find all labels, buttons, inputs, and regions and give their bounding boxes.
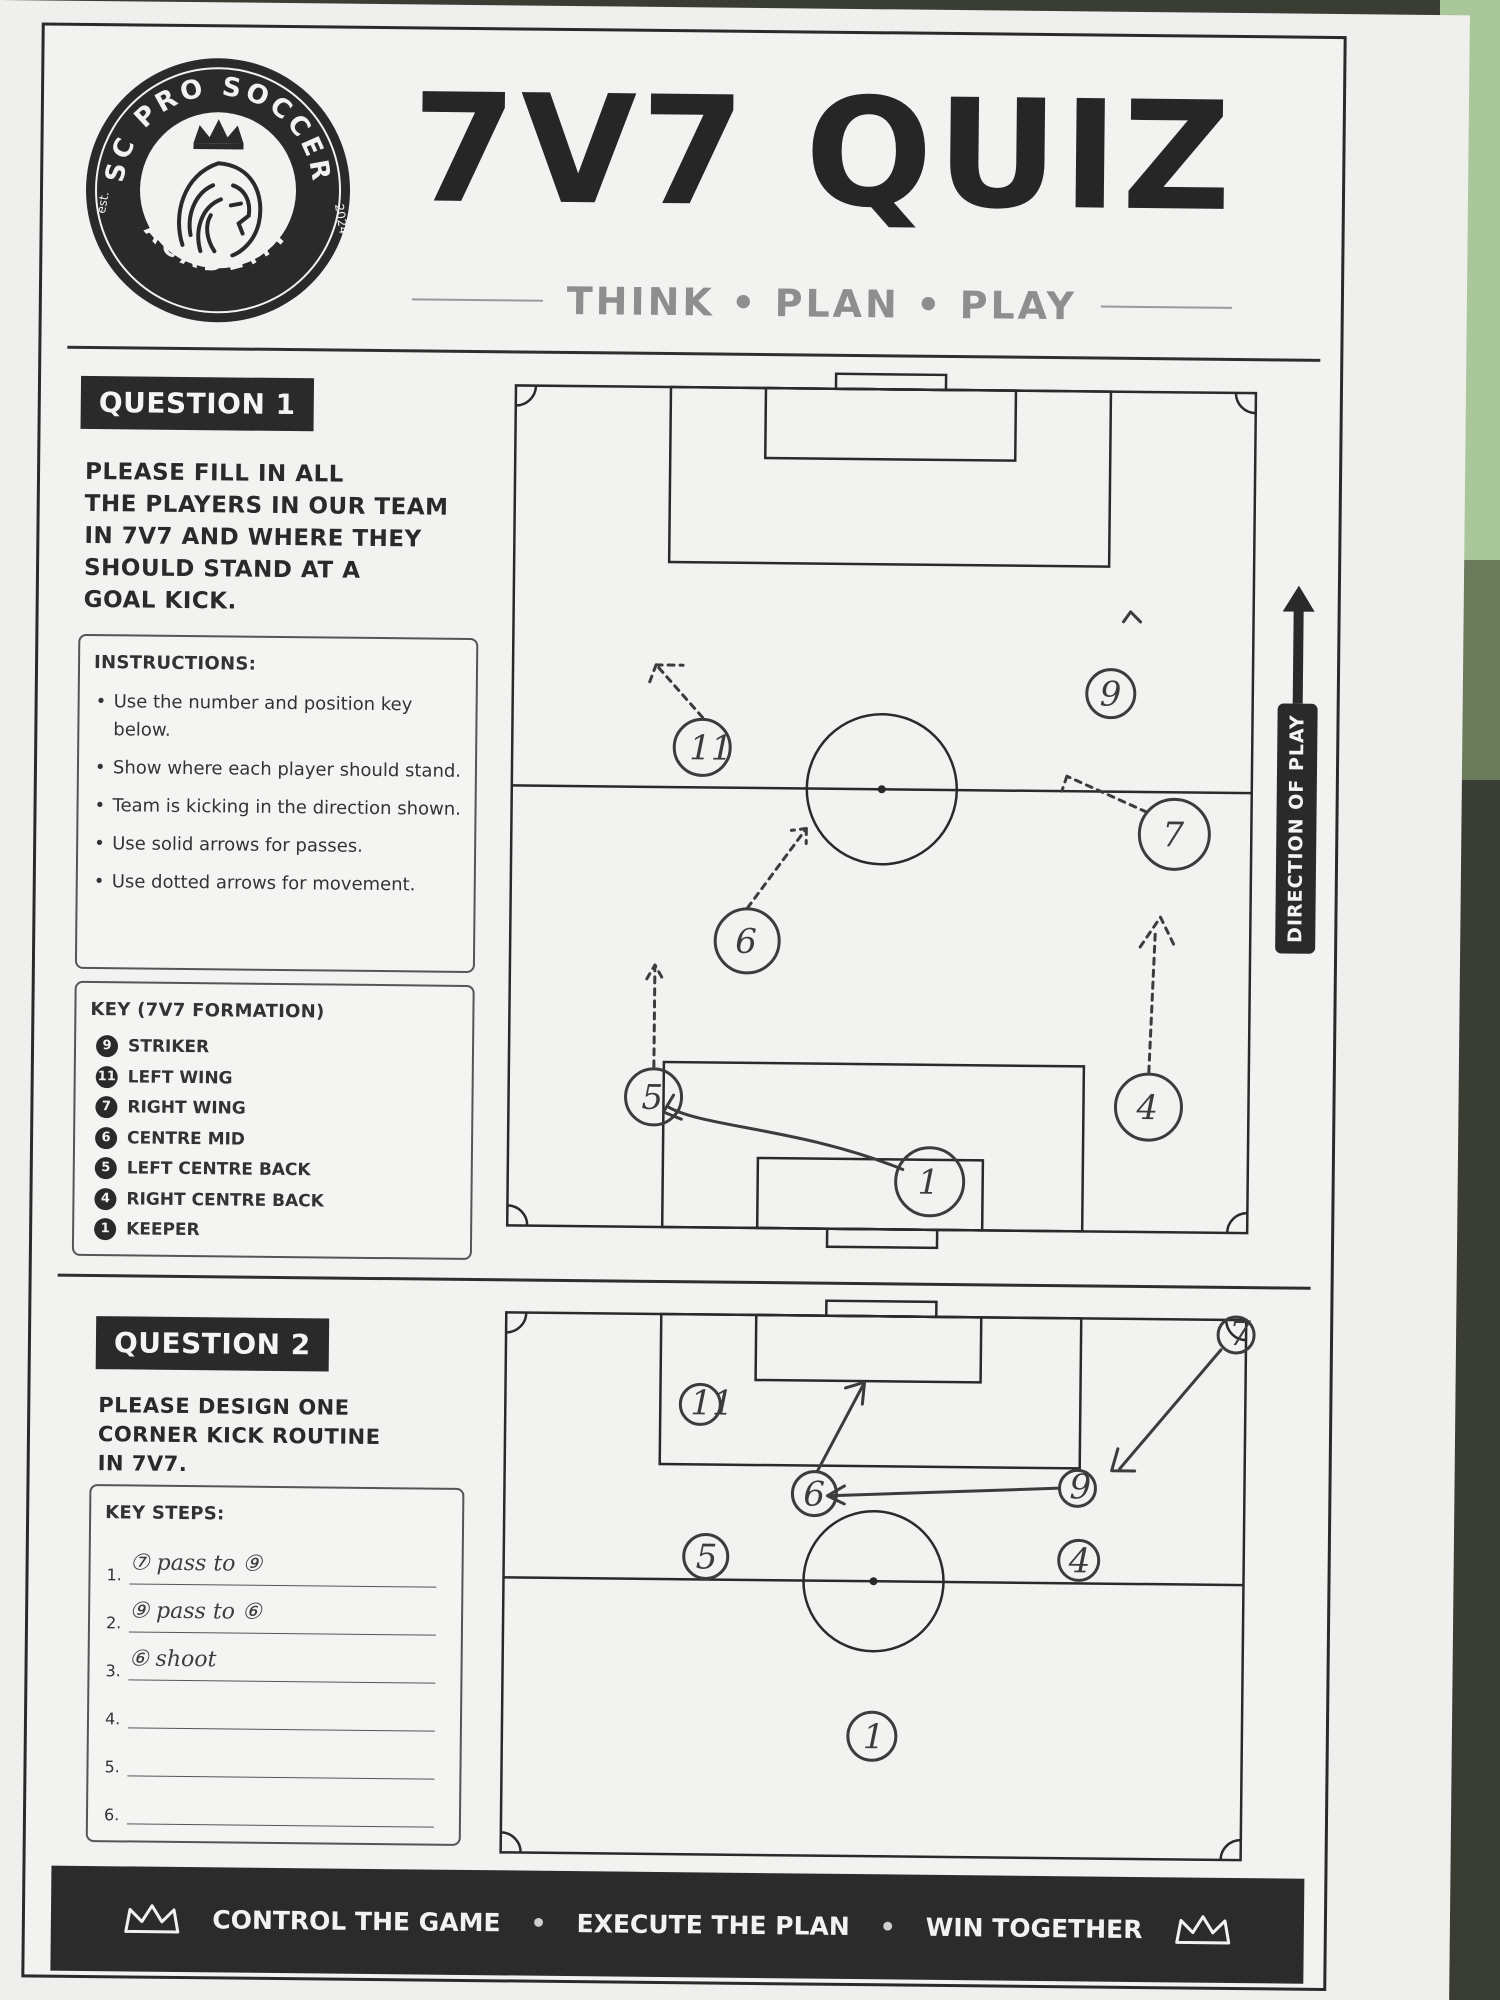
footer-item-win: WIN TOGETHER [925,1912,1143,1945]
divider-header [67,345,1321,362]
step-item: 4. [105,1680,436,1732]
footer-item-execute: EXECUTE THE PLAN [576,1909,850,1942]
step-item: 5. [104,1728,435,1780]
tagline-rule-right [1100,305,1232,309]
q2-player-5: 5 [696,1537,718,1577]
tagline: THINK • PLAN • PLAY [411,274,1232,333]
question2-prompt: PLEASE DESIGN ONE CORNER KICK ROUTINE IN… [97,1393,381,1477]
q2-player-11: 11 [690,1383,734,1423]
academy-logo: SC PRO SOCCER ACADEMY est. 2024 [86,58,351,323]
instructions-box: INSTRUCTIONS: Use the number and positio… [74,633,479,974]
crown-icon [1174,1914,1230,1944]
step-answer[interactable] [127,1802,435,1828]
question2-badge: QUESTION 2 [95,1316,330,1372]
pitch1-top-goal [834,372,948,392]
step-item: 1.⑦ pass to ⑨ [106,1536,437,1588]
quiz-page: SC PRO SOCCER ACADEMY est. 2024 7V7 [21,22,1347,1991]
q2-player-7: 7 [1229,1314,1251,1354]
step-answer[interactable] [127,1754,435,1780]
key-steps-box: KEY STEPS: 1.⑦ pass to ⑨ 2.⑨ pass to ⑥ 3… [85,1484,465,1846]
pitch2-top-goal [825,1299,938,1319]
step-answer[interactable] [128,1706,436,1732]
instruction-item: Use the number and position key below. [91,688,472,748]
question1-prompt: PLEASE FILL IN ALL THE PLAYERS IN OUR TE… [83,458,449,615]
direction-of-play: DIRECTION OF PLAY [1275,703,1318,954]
q1-player-4: 4 [1135,1088,1158,1128]
footer-separator: • [530,1908,547,1938]
pitch1-bottom-six-yard-box [755,1156,985,1232]
pitch1-centre-circle [805,713,959,866]
step-item: 6. [104,1776,435,1828]
q1-player-9: 9 [1100,675,1122,715]
footer-separator: • [879,1912,896,1942]
step-answer[interactable]: ⑦ pass to ⑨ [129,1550,437,1588]
pitch2-centre-circle [802,1509,945,1653]
instruction-item: Show where each player should stand. [91,754,471,786]
pitch1-bottom-goal [825,1227,939,1250]
q2-handwritten-numbers: 11 7 6 9 5 4 1 [690,1314,1251,1757]
q1-handwritten-numbers: 11 9 7 6 5 4 1 [641,675,1184,1203]
instructions-list: Use the number and position key below. S… [90,688,472,910]
q1-handwritten-players [624,610,1211,1218]
q2-player-9: 9 [1069,1467,1091,1507]
direction-of-play-label: DIRECTION OF PLAY [1275,703,1318,954]
tagline-text: THINK • PLAN • PLAY [566,278,1078,329]
crown-icon [193,119,244,150]
pitch1-top-penalty-box [667,385,1113,568]
q1-player-6: 6 [735,922,757,962]
instructions-title: INSTRUCTIONS: [93,652,257,675]
pitch-question2: 11 7 6 9 5 4 1 [499,1299,1256,1862]
step-answer[interactable]: ⑨ pass to ⑥ [129,1598,437,1636]
q1-player-1: 1 [917,1163,939,1203]
instruction-item: Use dotted arrows for movement. [90,868,470,900]
key-title: KEY (7V7 FORMATION) [90,999,325,1023]
q2-handwritten-players [678,1315,1256,1762]
step-item: 2.⑨ pass to ⑥ [106,1584,437,1636]
direction-arrow-icon [1282,585,1315,704]
footer-banner: CONTROL THE GAME • EXECUTE THE PLAN • WI… [50,1865,1305,1984]
q1-player-7: 7 [1162,815,1184,855]
tagline-rule-left [411,298,543,302]
logo-est: est. [94,190,112,214]
pitch1-top-six-yard-box [763,386,1018,462]
pitch1-bottom-penalty-box [660,1060,1086,1233]
q2-player-1: 1 [863,1717,885,1757]
q1-player-5: 5 [641,1078,663,1118]
instruction-item: Team is kicking in the direction shown. [90,792,470,824]
question1-badge: QUESTION 1 [80,375,314,432]
pitch2-top-six-yard-box [754,1313,983,1384]
logo-year: 2024 [332,203,351,235]
pitch-question1: 11 9 7 6 5 4 1 [505,372,1258,1250]
lion-icon [177,161,263,258]
instruction-item: Use solid arrows for passes. [90,830,470,862]
q2-player-6: 6 [803,1474,825,1514]
footer-item-control: CONTROL THE GAME [212,1905,501,1938]
page-title: 7V7 QUIZ [411,62,1236,245]
step-item: 3.⑥ shoot [105,1632,436,1684]
key-steps-list: 1.⑦ pass to ⑨ 2.⑨ pass to ⑥ 3.⑥ shoot 4.… [104,1536,437,1828]
q1-player-11: 11 [689,728,733,768]
key-steps-title: KEY STEPS: [105,1502,225,1525]
crown-icon [124,1903,180,1933]
pitch2-boundary [499,1311,1248,1862]
q2-player-4: 4 [1067,1541,1090,1581]
step-answer[interactable]: ⑥ shoot [128,1646,436,1684]
